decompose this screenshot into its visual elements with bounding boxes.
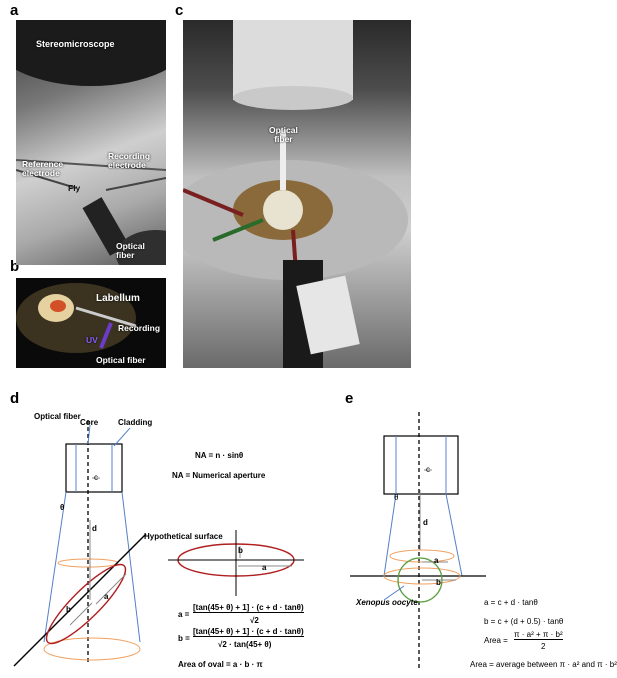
- a-label-e: a: [434, 556, 439, 565]
- formula-a-eq: a =: [178, 610, 190, 619]
- cladding-label: Cladding: [118, 418, 153, 427]
- fly-label: Fly: [68, 183, 81, 193]
- d-label-d: d: [92, 524, 97, 533]
- formula-b-eq: b =: [178, 634, 190, 643]
- formula-a-numerator: [tan(45+ θ) + 1] · (c + d · tanθ): [193, 603, 304, 613]
- oval-b-label: b: [238, 546, 243, 555]
- c-label-d: c: [94, 473, 98, 482]
- optical-fiber-label-c: Optical fiber: [269, 125, 298, 144]
- fiber-block-e: [383, 435, 459, 495]
- panel-c-scene: [183, 20, 408, 368]
- recording-label: Recording: [118, 323, 161, 333]
- core-label: Core: [80, 418, 99, 427]
- fiber-block-d: [65, 443, 123, 493]
- panel-label-e: e: [345, 390, 354, 407]
- hypothetical-surface-label: Hypothetical surface: [144, 532, 223, 541]
- formula-b-numerator: [tan(45+ θ) + 1] · (c + d · tanθ): [193, 627, 304, 637]
- b-label-d: b: [66, 605, 71, 614]
- oval-a-label: a: [262, 563, 267, 572]
- optical-fiber-label-b: Optical fiber: [96, 355, 146, 365]
- stereomicroscope-label: Stereomicroscope: [36, 39, 115, 49]
- panel-label-b: b: [10, 258, 20, 275]
- d-label-e: d: [423, 518, 428, 527]
- recording-electrode-label: Recording electrode: [108, 151, 151, 170]
- panel-b-scene: [16, 283, 137, 353]
- reference-electrode-label: Reference electrode: [22, 159, 64, 178]
- optical-fiber-label-d: Optical fiber: [34, 412, 81, 421]
- panel-a-photo: Stereomicroscope Reference electrode Rec…: [16, 20, 166, 265]
- panel-a-scene: [16, 20, 166, 265]
- optical-fiber-label-a: Optical fiber: [116, 241, 145, 260]
- uv-label: UV: [86, 335, 98, 345]
- area-average-e: Area = average between π · a² and π · b²: [470, 660, 617, 669]
- panel-b-photo: Labellum Recording UV Optical fiber: [16, 278, 166, 368]
- panel-label-c: c: [175, 2, 184, 19]
- theta-label-d: θ: [60, 503, 65, 512]
- c-label-e: c: [426, 465, 430, 474]
- formula-a-denominator: √2: [250, 616, 259, 625]
- panel-label-d: d: [10, 390, 20, 407]
- xenopus-oocyte-label: Xenopus oocyte: [356, 598, 418, 607]
- equation-a-e: a = c + d · tanθ: [484, 598, 538, 607]
- area-label-e: Area =: [484, 636, 508, 645]
- equation-b-e: b = c + (d + 0.5) · tanθ: [484, 617, 564, 626]
- area-denominator-e: 2: [541, 642, 546, 651]
- area-of-oval: Area of oval = a · b · π: [178, 660, 263, 669]
- formula-b-denominator: √2 · tan(45+ θ): [218, 640, 272, 649]
- a-label-d: a: [104, 592, 109, 601]
- labellum-label: Labellum: [96, 293, 140, 304]
- panel-label-a: a: [10, 2, 19, 19]
- panel-c-photo: Optical fiber: [183, 20, 411, 368]
- theta-label-e: θ: [394, 493, 399, 502]
- b-label-e: b: [436, 578, 441, 587]
- na-formula: NA = n · sinθ: [195, 451, 244, 460]
- area-numerator-e: π · a² + π · b²: [514, 630, 563, 640]
- na-definition: NA = Numerical aperture: [172, 471, 266, 480]
